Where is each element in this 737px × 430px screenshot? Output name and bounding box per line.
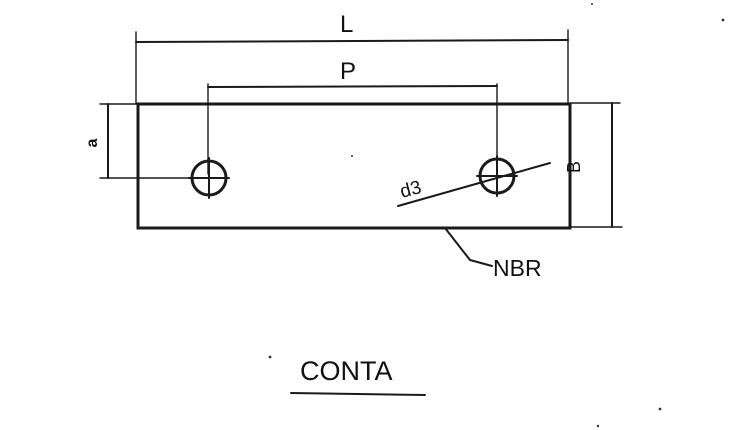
right-hole	[476, 155, 518, 197]
pitch-dimension	[207, 83, 498, 175]
part-name-title: CONTA	[300, 356, 393, 386]
edge-offset-dimension	[99, 103, 193, 179]
length-label: L	[340, 11, 353, 38]
width-label: B	[564, 161, 584, 173]
left-hole	[188, 157, 230, 199]
edge-offset-label: a	[84, 138, 101, 147]
hole-diameter-leader	[397, 162, 551, 207]
width-dimension	[569, 102, 623, 228]
length-dimension	[135, 29, 569, 105]
gasket-plate-outline	[136, 102, 572, 230]
pitch-label: P	[340, 58, 356, 85]
material-label: NBR	[493, 255, 542, 281]
scan-specks	[268, 3, 725, 428]
material-leader	[444, 227, 493, 267]
part-name-underline	[290, 392, 426, 396]
